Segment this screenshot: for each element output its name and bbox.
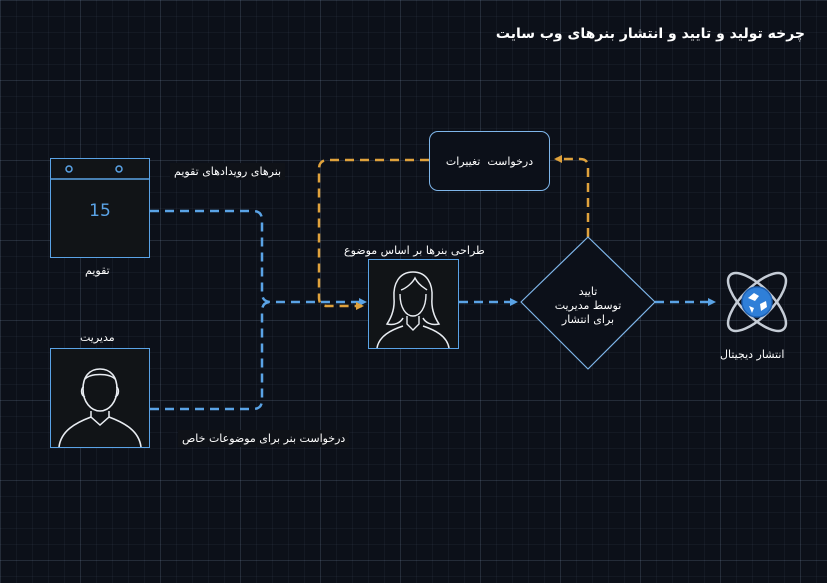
person-icon bbox=[58, 368, 142, 447]
edge-label-calendar-events: بنرهای رویدادهای تقویم bbox=[170, 163, 286, 180]
diagram-title: چرخه تولید و تایید و انتشار بنرهای وب سا… bbox=[495, 26, 805, 42]
approval-line-2: توسط مدیریت bbox=[554, 299, 622, 312]
change-request-node: درخواست تغییرات bbox=[429, 131, 550, 191]
calendar-label: تقویم bbox=[85, 264, 110, 277]
edge-label-special-request: درخواست بنر برای موضوعات خاص bbox=[178, 430, 350, 447]
calendar-node: 15 bbox=[50, 158, 150, 258]
person-female-icon bbox=[376, 271, 450, 348]
approval-line-1: تایید bbox=[578, 285, 598, 298]
calendar-day-number: 15 bbox=[89, 201, 111, 221]
calendar-icon bbox=[51, 165, 149, 180]
designer-node bbox=[368, 259, 459, 349]
edge-approval-to-change-request bbox=[554, 155, 590, 237]
management-label: مدیریت bbox=[80, 331, 115, 344]
approval-line-3: برای انتشار bbox=[561, 313, 615, 326]
approval-diamond bbox=[520, 236, 656, 370]
management-node bbox=[50, 348, 150, 448]
edge-management-to-designer bbox=[150, 300, 272, 411]
change-request-label: درخواست تغییرات bbox=[445, 154, 534, 168]
edge-change-request-to-designer bbox=[317, 158, 429, 310]
publish-label: انتشار دیجیتال bbox=[720, 348, 785, 361]
approval-text: تایید توسط مدیریت برای انتشار bbox=[533, 285, 643, 327]
edge-calendar-to-designer bbox=[150, 209, 367, 306]
atom-globe-icon bbox=[726, 271, 788, 333]
designer-label: طراحی بنرها بر اساس موضوع bbox=[344, 244, 485, 257]
